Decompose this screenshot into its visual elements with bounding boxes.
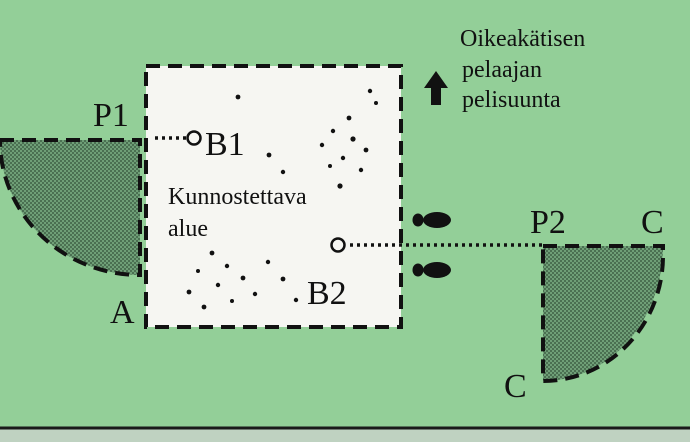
bottom-band	[0, 428, 690, 442]
right-quadrant-outline	[541, 244, 665, 384]
debris-dots	[186, 88, 378, 310]
direction-text-line3: pelisuunta	[462, 87, 561, 113]
b1-marker	[186, 130, 202, 146]
footprints-icon	[412, 212, 451, 278]
label-b1: B1	[205, 126, 245, 163]
label-c-top: C	[641, 204, 664, 241]
right-quadrant	[543, 246, 663, 381]
label-p1: P1	[93, 97, 129, 134]
direction-text-line1: Oikeakätisen	[460, 26, 585, 52]
label-a: A	[110, 294, 135, 331]
arrow-up-icon	[424, 71, 448, 105]
label-b2: B2	[307, 275, 347, 312]
left-quadrant	[0, 140, 140, 275]
repair-area	[144, 64, 403, 329]
direction-text-line2: pelaajan	[462, 57, 542, 83]
label-p2: P2	[530, 204, 566, 241]
area-label-line2: alue	[168, 216, 208, 242]
area-label-line1: Kunnostettava	[168, 184, 307, 210]
label-c-bottom: C	[504, 368, 527, 405]
left-quadrant-outline	[0, 138, 142, 278]
b2-marker	[330, 237, 346, 253]
